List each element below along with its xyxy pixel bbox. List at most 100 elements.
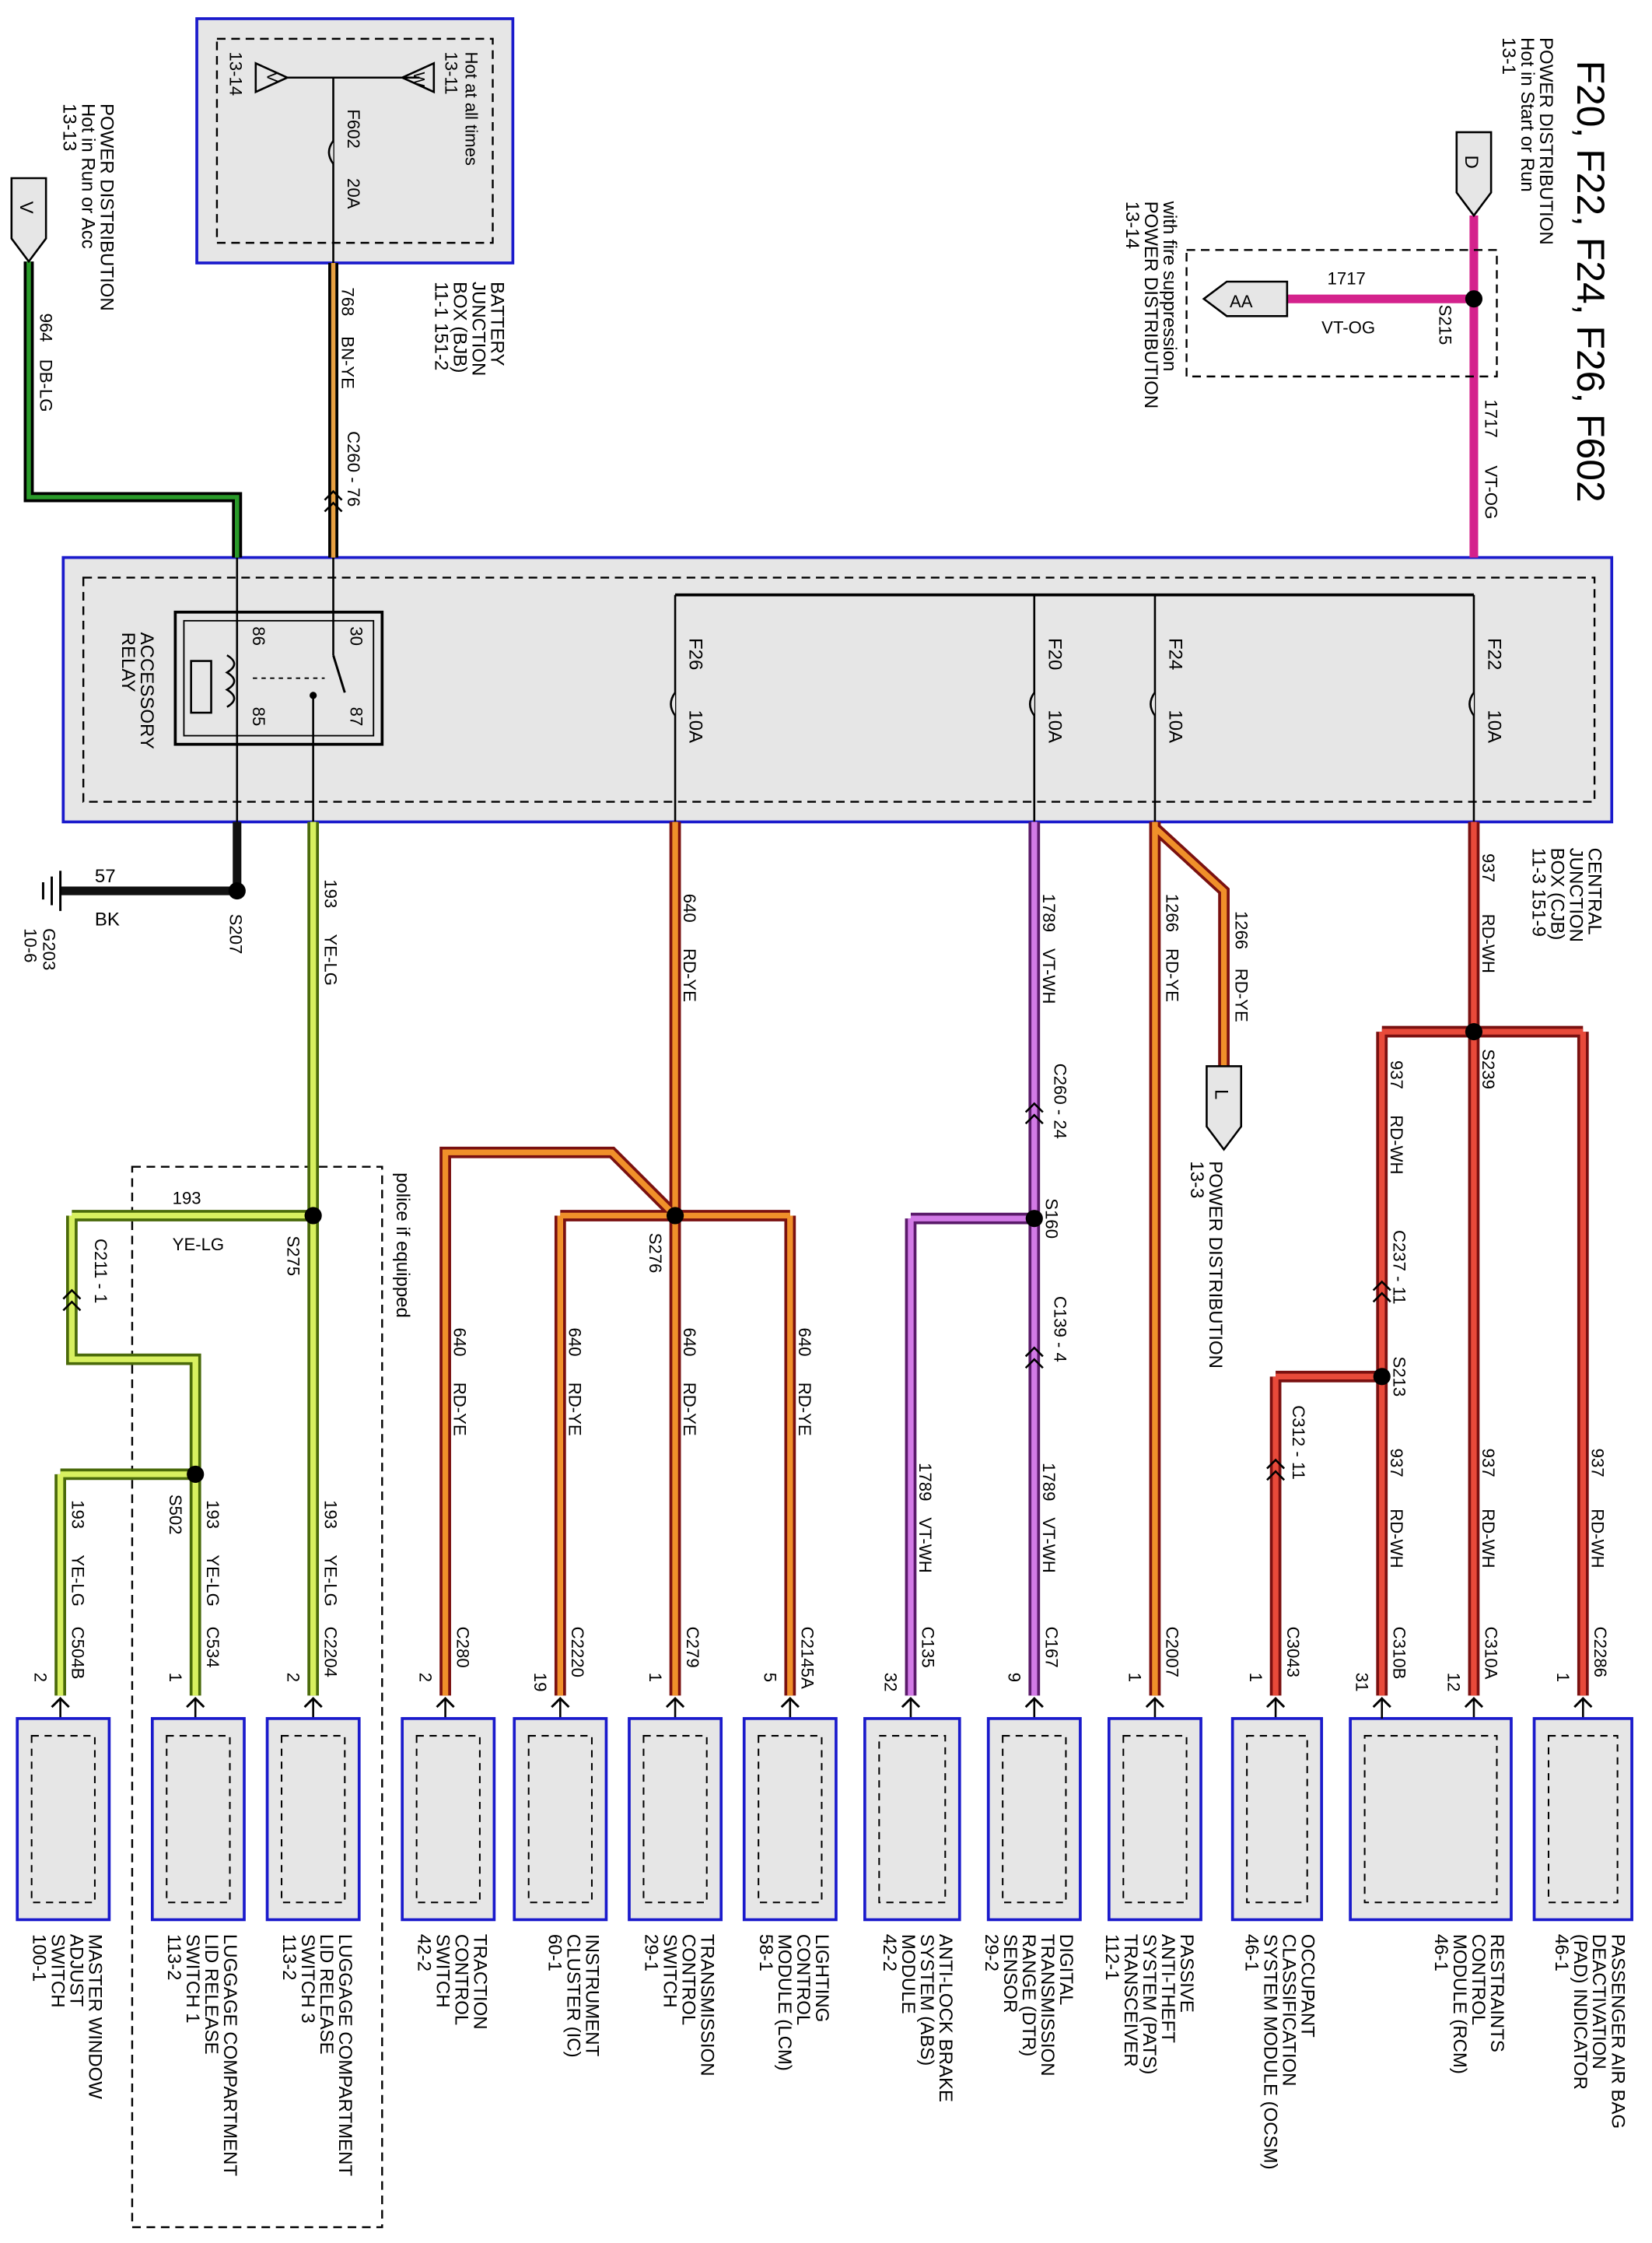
bjb-pin-label: W — [410, 72, 427, 87]
fuse-f22: F22 10A — [1468, 594, 1504, 822]
module-label-line: SWITCH — [432, 1934, 453, 2008]
connector-pin: 12 — [1444, 1673, 1464, 1692]
module-inner-outline — [166, 1735, 231, 1904]
relay-coil-resistor-icon — [190, 660, 212, 714]
splice-label: S213 — [1390, 1356, 1409, 1397]
connector-pin: 9 — [1005, 1673, 1024, 1682]
module-label-line: 100-1 — [29, 1934, 50, 1982]
wire-circuit-label: 193 — [68, 1500, 87, 1529]
inline-connector-icon — [1024, 1346, 1044, 1369]
accessory-relay-inner — [183, 619, 375, 737]
wire-circuit-label: 1266 — [1231, 911, 1251, 949]
module-label-line: 46-1 — [1430, 1934, 1451, 1971]
ground-ref: 10-6 — [20, 928, 40, 962]
wire-1789 — [908, 822, 1038, 1696]
bjb-box — [195, 17, 515, 265]
fire-suppression-label: with fire suppression POWER DISTRIBUTION… — [1122, 201, 1180, 409]
inline-connector-icon — [1372, 1280, 1391, 1303]
wire-color-label: YE-LG — [320, 1554, 340, 1607]
module-label-line: INSTRUMENT — [582, 1934, 603, 2057]
module-label-line: ANTI-THEFT — [1157, 1934, 1178, 2043]
module-box — [150, 1717, 246, 1922]
cjb-label: CENTRAL JUNCTION BOX (CJB) 11-3 151-9 — [1528, 848, 1605, 942]
cjb-inner-outline — [82, 577, 1596, 803]
bjb-ref-v: 13-11 — [442, 51, 461, 94]
fuse-f26: F26 10A — [670, 594, 706, 822]
wire-circuit-label: 1717 — [1482, 399, 1501, 437]
cjb-label-line: BOX (CJB) — [1547, 848, 1568, 941]
label-line: POWER DISTRIBUTION — [1140, 202, 1161, 409]
inline-connector-label: C260 - 76 — [344, 431, 363, 506]
module-inner-outline — [527, 1735, 593, 1904]
module-label-line: LID RELEASE — [316, 1934, 337, 2055]
wire-640-tree — [439, 822, 796, 1696]
connector-pin: 2 — [415, 1673, 435, 1682]
module-label-line: LUGGAGE COMPARTMENT — [219, 1934, 240, 2176]
police-note: police if equipped — [392, 1172, 413, 1318]
wire-circuit-label: 57 — [95, 866, 116, 887]
module-label-line: PASSIVE — [1176, 1934, 1197, 2013]
wire-1266-tree — [1149, 822, 1230, 1696]
module-box — [628, 1717, 723, 1922]
module-box — [1349, 1717, 1513, 1922]
connector-pin: 1 — [1553, 1673, 1573, 1682]
power-source-d-icon — [1455, 131, 1493, 218]
splice-s213 — [1373, 1368, 1391, 1386]
bjb-label-line: BOX (BJB) — [450, 282, 471, 373]
module-label-line: PASSENGER AIR BAG — [1607, 1934, 1628, 2129]
module-inner-outline — [1363, 1735, 1498, 1904]
power-source-v-icon — [10, 177, 47, 264]
wire-circuit-label: 937 — [1479, 853, 1498, 882]
fire-suppression-option-outline — [1185, 249, 1498, 378]
module-label-line: 29-1 — [640, 1934, 661, 1971]
inline-connector-label: C312 - 11 — [1289, 1405, 1308, 1480]
module-label-line: MASTER WINDOW — [85, 1934, 106, 2099]
module-label-line: 58-1 — [755, 1934, 776, 1971]
ground-name: G203 — [39, 928, 58, 970]
connector-id: C504B — [68, 1627, 87, 1680]
wire-circuit-label: 640 — [795, 1328, 814, 1357]
power-output-l-label: POWER DISTRIBUTION 13-3 — [1186, 1161, 1226, 1369]
wire-circuit-label: 937 — [1479, 1449, 1498, 1477]
module-label-line: TRANSMISSION — [696, 1934, 717, 2077]
wire-color-label: YE-LG — [173, 1235, 225, 1254]
fuse-name: F24 — [1164, 638, 1185, 670]
splice-s275 — [304, 1207, 322, 1225]
splice-s276 — [666, 1207, 684, 1225]
label-line: Hot in Run or Acc — [77, 103, 98, 249]
splice-label: S275 — [283, 1235, 303, 1276]
wire-circuit-label: 1789 — [1039, 1463, 1059, 1501]
wire-color-label: RD-YE — [680, 1383, 699, 1436]
label-line: with fire suppression — [1159, 201, 1180, 372]
module-label-line: CLASSIFICATION — [1278, 1934, 1299, 2087]
wire-circuit-label: 1717 — [1328, 269, 1366, 289]
module-label-line: SYSTEM (PATS) — [1139, 1934, 1160, 2074]
wire-color-label: VT-OG — [1321, 317, 1375, 337]
wire-color-label: RD-WH — [1479, 914, 1498, 973]
connector-id: C135 — [919, 1627, 938, 1668]
inline-connector-icon — [62, 1288, 82, 1312]
module-label-line: SYSTEM (ABS) — [916, 1934, 937, 2066]
module-inner-outline — [642, 1735, 708, 1904]
cjb-label-line: JUNCTION — [1566, 848, 1587, 942]
wire-color-label: RD-WH — [1387, 1115, 1406, 1174]
label-line: POWER DISTRIBUTION — [1535, 37, 1556, 245]
wire-1789-tree — [905, 822, 1041, 1696]
module-inner-outline — [758, 1735, 823, 1904]
module-label-line: RESTRAINTS — [1486, 1934, 1507, 2052]
module-label-line: 113-2 — [163, 1934, 184, 1981]
power-output-l-icon — [1206, 1065, 1243, 1151]
wire-color-label: VT-WH — [1039, 1517, 1059, 1572]
connector-id: C167 — [1042, 1627, 1062, 1668]
module-box — [265, 1717, 361, 1922]
power-source-pin: AA — [1230, 292, 1253, 311]
bjb-label: BATTERY JUNCTION BOX (BJB) 11-1 151-2 — [431, 282, 508, 376]
power-source-aa-icon — [1202, 280, 1289, 317]
module-label-line: SWITCH 1 — [182, 1934, 203, 2024]
module-label-line: LIGHTING — [811, 1934, 832, 2022]
bjb-fuse-name: F602 — [344, 109, 363, 149]
